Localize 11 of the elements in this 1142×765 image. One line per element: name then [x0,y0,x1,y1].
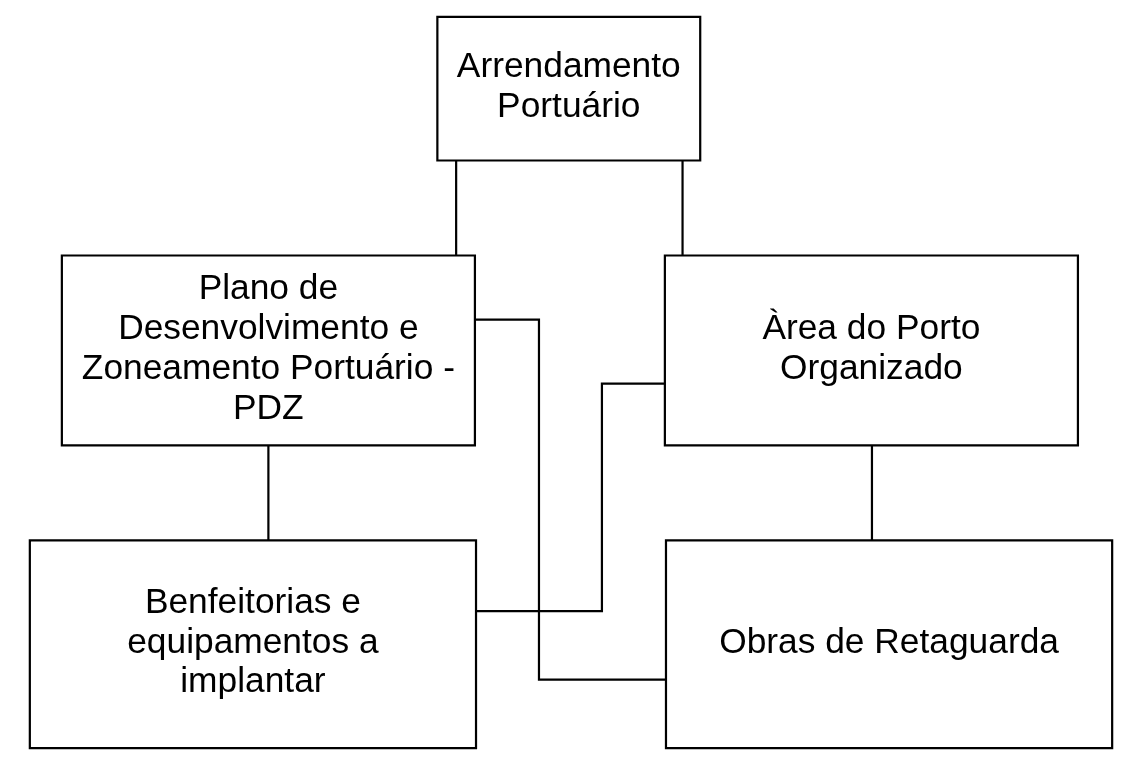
node-box: Arrendamento Portuário [436,15,702,162]
connector [870,445,874,541]
connector [476,382,665,613]
node-box: Benfeitorias e equipamentos a implantar [28,539,478,750]
node-box: Plano de Desenvolvimento e Zoneamento Portuário - PDZ [60,254,477,447]
connector [267,445,270,541]
node-box: Obras de Retaguarda [664,539,1114,750]
node-box: Àrea do Porto Organizado [663,254,1080,447]
connector [475,318,666,681]
connector [455,160,458,255]
connector [681,160,684,255]
